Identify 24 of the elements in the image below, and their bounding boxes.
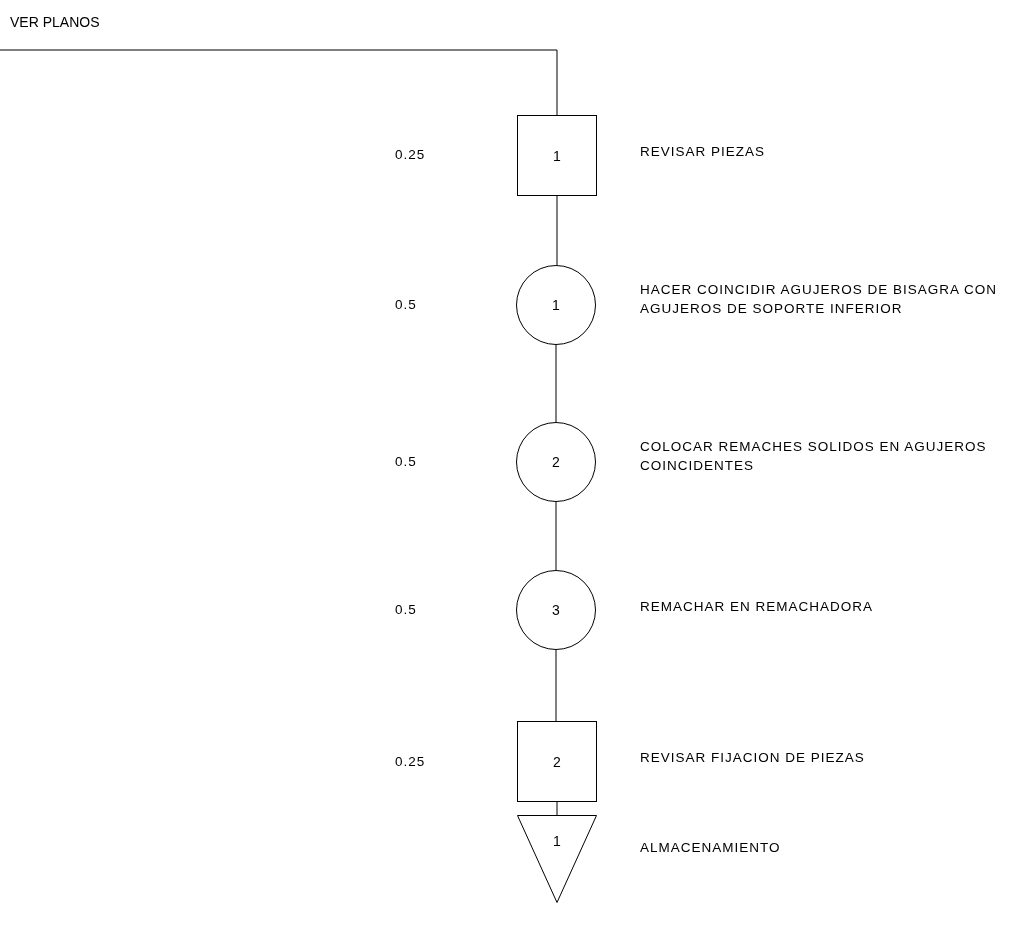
step-description: REVISAR PIEZAS bbox=[640, 143, 767, 161]
start-label: VER PLANOS bbox=[10, 14, 110, 50]
connector-line bbox=[556, 195, 558, 266]
operation-square: 1 bbox=[517, 115, 597, 196]
storage-triangle: 1 bbox=[517, 815, 597, 903]
connector-line bbox=[0, 49, 558, 116]
duration-label: 0.25 bbox=[395, 146, 426, 164]
step-description: REVISAR FIJACION DE PIEZAS bbox=[640, 749, 866, 767]
connector-line bbox=[556, 801, 558, 816]
step-description: HACER COINCIDIR AGUJEROS DE BISAGRA CON AGUJEROS DE SOPORTE INFERIOR bbox=[640, 281, 999, 318]
step-description: ALMACENAMIENTO bbox=[640, 838, 782, 857]
duration-label: 0.5 bbox=[395, 601, 417, 619]
operation-square: 2 bbox=[517, 721, 597, 802]
duration-label: 0.5 bbox=[395, 296, 417, 314]
step-description: REMACHAR EN REMACHADORA bbox=[640, 597, 875, 616]
duration-label: 0.25 bbox=[395, 753, 426, 771]
connector-line bbox=[555, 501, 557, 571]
connector-line bbox=[555, 649, 557, 722]
step-description: COLOCAR REMACHES SOLIDOS EN AGUJEROS COINCIDENTES bbox=[640, 438, 988, 475]
operation-circle: 2 bbox=[516, 422, 596, 502]
operation-circle: 3 bbox=[516, 570, 596, 650]
connector-line bbox=[555, 344, 557, 423]
duration-label: 0.5 bbox=[395, 453, 417, 471]
operation-circle: 1 bbox=[516, 265, 596, 345]
